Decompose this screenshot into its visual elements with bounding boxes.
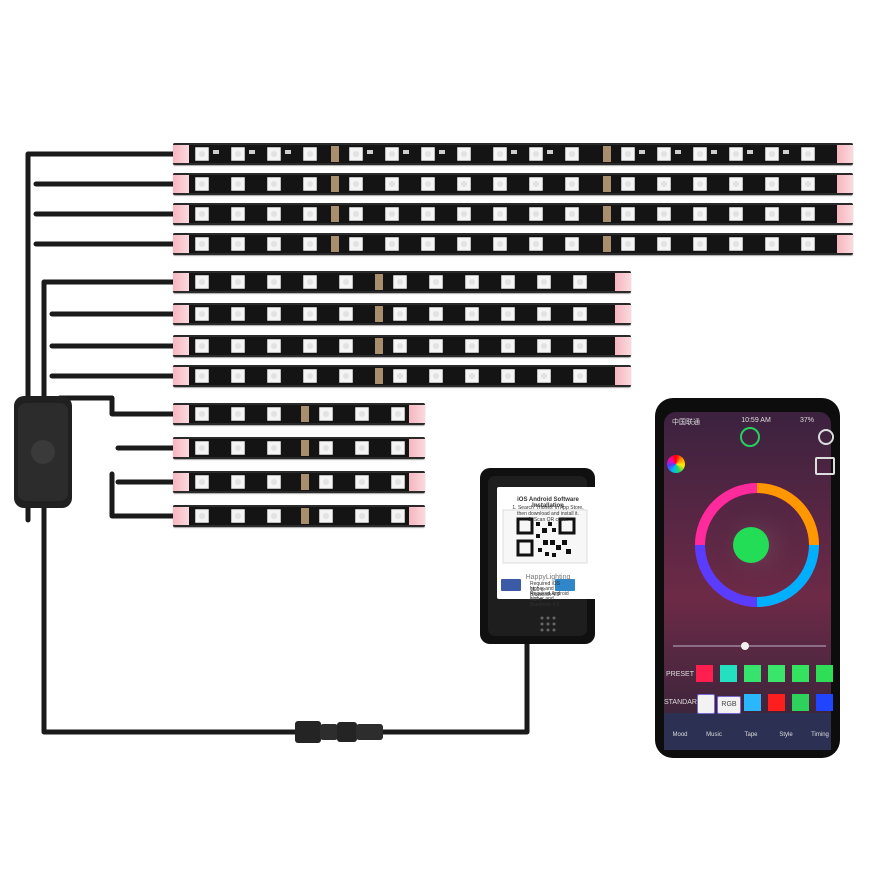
phone-status-time: 10:59 AM	[741, 417, 771, 424]
phone-status-battery: 37%	[800, 417, 815, 424]
phone-standard-label: STANDARD	[664, 699, 702, 706]
phone-tab-tape: Tape	[744, 732, 758, 738]
led-strip-long-2	[173, 173, 853, 195]
phone-standard-swatch-3	[792, 694, 809, 711]
phone-rgb-button: RGB	[717, 696, 741, 714]
phone-status-carrier: 中国联通	[672, 419, 700, 426]
controller-bottom-note-1: Required iOS 11.0 or	[530, 581, 561, 593]
led-strip-long-3	[173, 203, 853, 225]
controller-box	[480, 468, 597, 644]
phone-standard-swatch-1	[744, 694, 761, 711]
phone-preset-swatch-4	[768, 665, 785, 682]
splitter-hub	[14, 396, 72, 508]
phone-tab-timing: Timing	[811, 732, 829, 738]
phone-power-icon	[740, 427, 760, 447]
controller-bottom-note-3: Required Android 4.3 or	[530, 591, 569, 603]
led-strip-medium-3	[173, 335, 631, 357]
led-strip-short-2	[173, 437, 425, 459]
phone-tab-mood: Mood	[672, 732, 688, 738]
led-strip-long-1	[173, 143, 853, 165]
led-strip-medium-2	[173, 303, 631, 325]
phone-preset-swatch-1	[696, 665, 713, 682]
phone-tab-style: Style	[779, 732, 793, 738]
phone-image-icon	[815, 457, 835, 475]
connector-plug	[295, 721, 383, 743]
phone-preset-swatch-3	[744, 665, 761, 682]
phone-preset-label: PRESET	[666, 671, 695, 678]
phone-tab-music: Music	[706, 732, 722, 738]
led-strip-short-3	[173, 471, 425, 493]
led-strip-short-1	[173, 403, 425, 425]
led-strip-medium-1	[173, 271, 631, 293]
phone-settings-icon	[818, 429, 834, 445]
controller-note-3: 2. Scan QR code.	[528, 517, 568, 523]
controller-note-1: 1. Search 'Triones' in App Store,	[512, 505, 584, 511]
phone-color-icon	[667, 455, 685, 473]
controller-note-2: then download and install it.	[517, 511, 579, 517]
phone-standard-swatch-4	[816, 694, 833, 711]
phone-bulb-icon	[697, 694, 715, 714]
phone-preset-swatch-5	[792, 665, 809, 682]
controller-bottom-note-2: higher and Bluetooth 4.0	[530, 586, 560, 598]
led-strip-long-4	[173, 233, 853, 255]
controller-qr-footer: HappyLighting	[525, 574, 571, 581]
phone-preset-swatch-2	[720, 665, 737, 682]
led-strip-medium-4	[173, 365, 631, 387]
phone-standard-swatch-2	[768, 694, 785, 711]
phone-preset-swatch-6	[816, 665, 833, 682]
controller-heading: iOS Android Software Installation	[517, 497, 579, 509]
controller-bottom-note-4: higher and Bluetooth 4.0	[530, 596, 560, 608]
led-strip-short-4	[173, 505, 425, 527]
